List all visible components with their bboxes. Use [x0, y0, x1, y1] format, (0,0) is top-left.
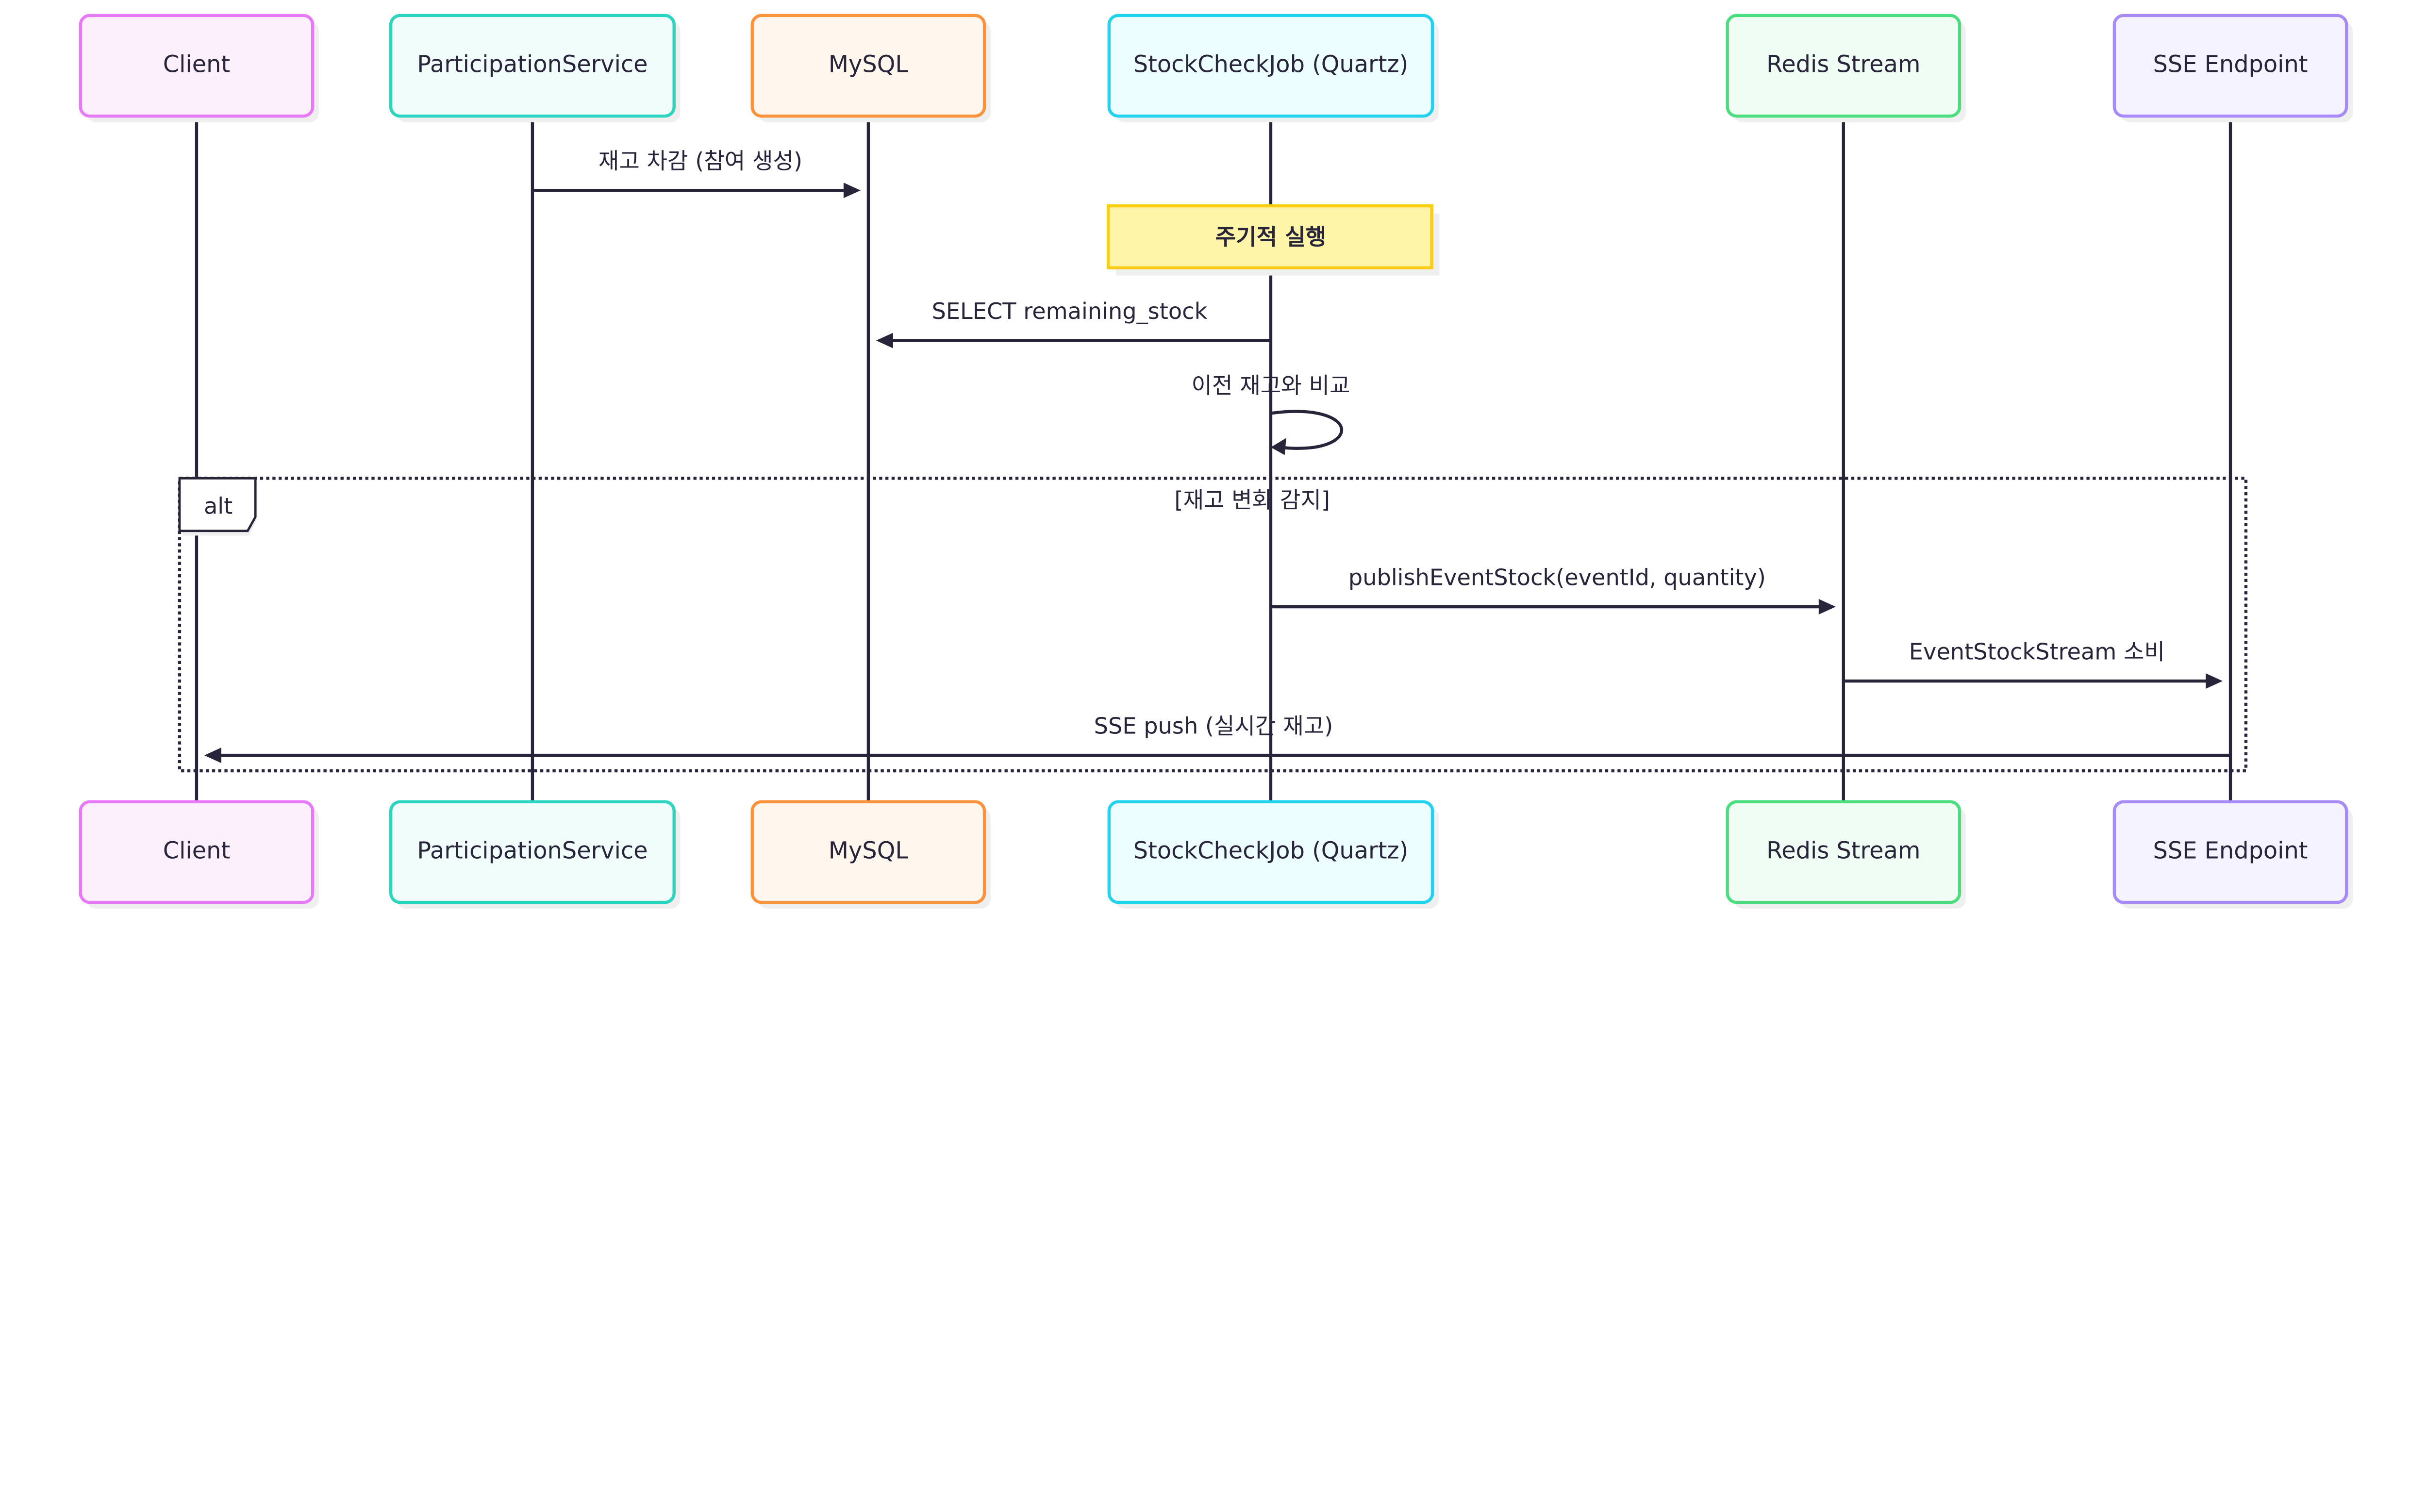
participant-label: Redis Stream: [1766, 51, 1920, 78]
note-box: [1106, 204, 1433, 269]
note-label: 주기적 실행: [1215, 224, 1327, 250]
participant-label: StockCheckJob (Quartz): [1133, 837, 1409, 864]
participant-client-top[interactable]: Client: [79, 14, 319, 122]
participant-box: [1726, 800, 1962, 904]
message-1: 재고 차감 (참여 생성): [532, 148, 861, 199]
message-label: 재고 차감 (참여 생성): [598, 148, 802, 174]
participant-client-bottom[interactable]: Client: [79, 800, 319, 909]
participant-box: [750, 14, 986, 118]
arrowhead: [843, 183, 861, 199]
message-6: SSE push (실시간 재고): [204, 713, 2231, 764]
alt-label-box: [178, 477, 257, 532]
participant-label: StockCheckJob (Quartz): [1133, 51, 1409, 78]
participants: ClientClientParticipationServiceParticip…: [79, 14, 2353, 909]
participant-redis-top[interactable]: Redis Stream: [1726, 14, 1966, 122]
participant-label: ParticipationService: [417, 837, 648, 864]
participant-label: ParticipationService: [417, 51, 648, 78]
participant-mysql-top[interactable]: MySQL: [750, 14, 991, 122]
participant-participation-bottom[interactable]: ParticipationService: [389, 800, 681, 909]
message-3: 이전 재고와 비교: [1191, 372, 1350, 455]
alt-keyword: alt: [204, 493, 233, 519]
participant-box: [1726, 14, 1962, 118]
message-4: publishEventStock(eventId, quantity): [1270, 564, 1836, 615]
participant-box: [389, 14, 676, 118]
participant-sse-bottom[interactable]: SSE Endpoint: [2112, 800, 2353, 909]
participant-label: Client: [163, 51, 230, 78]
participant-job-bottom[interactable]: StockCheckJob (Quartz): [1107, 800, 1439, 909]
participant-label: SSE Endpoint: [2153, 837, 2308, 864]
arrowhead: [204, 748, 221, 764]
message-label: 이전 재고와 비교: [1191, 372, 1350, 399]
note-periodic-run: 주기적 실행: [1106, 204, 1440, 276]
participant-sse-top[interactable]: SSE Endpoint: [2112, 14, 2353, 122]
participant-box: [2112, 800, 2348, 904]
participant-label: SSE Endpoint: [2153, 51, 2308, 78]
arrowhead: [1270, 438, 1286, 455]
participant-label: MySQL: [829, 837, 909, 864]
participant-box: [389, 800, 676, 904]
participant-job-top[interactable]: StockCheckJob (Quartz): [1107, 14, 1439, 122]
participant-redis-bottom[interactable]: Redis Stream: [1726, 800, 1966, 909]
participant-box: [1107, 14, 1434, 118]
messages: 재고 차감 (참여 생성) SELECT remaining_stock 이전 재고…: [204, 148, 2231, 764]
message-label: EventStockStream 소비: [1909, 638, 2165, 665]
participant-participation-top[interactable]: ParticipationService: [389, 14, 681, 122]
alt-fragment: alt [재고 변화 감지]: [178, 477, 2248, 773]
alt-condition: [재고 변화 감지]: [1174, 487, 1330, 513]
message-2: SELECT remaining_stock: [876, 298, 1271, 349]
message-label: publishEventStock(eventId, quantity): [1348, 564, 1766, 590]
participant-box: [79, 14, 315, 118]
participant-mysql-bottom[interactable]: MySQL: [750, 800, 991, 909]
notes: 주기적 실행: [1106, 204, 1440, 276]
message-label: SELECT remaining_stock: [932, 298, 1208, 324]
arrowhead: [2206, 673, 2223, 689]
participant-label: Redis Stream: [1766, 837, 1920, 864]
participant-box: [750, 800, 986, 904]
arrowhead: [1818, 599, 1836, 615]
sequence-diagram: alt [재고 변화 감지] 주기적 실행 재고 차감 (참여 생성) SELECT…: [79, 14, 2353, 909]
arrowhead: [876, 332, 893, 349]
alt-frame: [178, 477, 2248, 773]
participant-label: Client: [163, 837, 230, 864]
participant-label: MySQL: [829, 51, 909, 78]
message-label: SSE push (실시간 재고): [1094, 713, 1333, 739]
participant-box: [79, 800, 315, 904]
participant-box: [1107, 800, 1434, 904]
message-5: EventStockStream 소비: [1843, 638, 2223, 689]
participant-box: [2112, 14, 2348, 118]
self-message-arrow: [1270, 410, 1344, 450]
